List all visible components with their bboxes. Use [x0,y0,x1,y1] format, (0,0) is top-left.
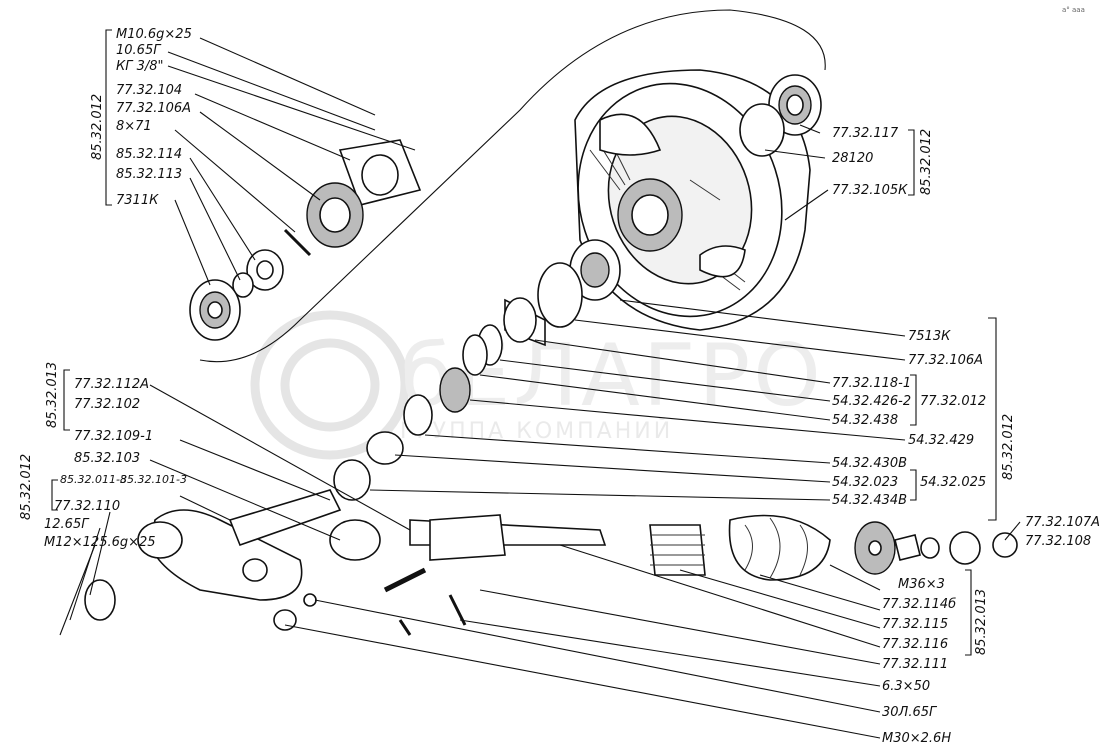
flange-plate [338,139,422,206]
boundary-curve [199,9,826,363]
label-m12: M12×125.6g×25 [44,535,156,550]
label-54-32-023: 54.32.023 [832,475,898,490]
label-77-32-114b: 77.32.114б [882,597,956,612]
gear-wheel [854,521,896,575]
pulley-drum [574,69,811,331]
label-77-32-106a: 77.32.106А [116,101,191,116]
label-30l-65g: 30Л.65Г [882,705,938,720]
leader-lines [59,37,1021,739]
spindle-housing [84,489,381,621]
labels-right-mid: 7513К 77.32.106А 77.32.118-1 54.32.426-2… [832,329,1016,508]
labels-left-bottom: 85.32.012 77.32.110 12.65Г M12×125.6g×25 [19,454,156,550]
label-28120: 28120 [832,151,873,166]
label-77-32-111: 77.32.111 [882,657,948,672]
label-77-32-106a-mid: 77.32.106А [908,353,983,368]
subgroup-54-32-025: 54.32.025 [920,475,986,490]
label-54-32-429: 54.32.429 [908,433,974,448]
label-kg: КГ 3/8" [116,59,164,74]
label-77-32-109-1: 77.32.109-1 [74,429,153,444]
labels-right-bottom: 77.32.107А 77.32.108 M36×3 77.32.114б 77… [882,515,1100,746]
rubber-spring [728,514,831,581]
group-code-right-top: 85.32.012 [919,129,934,195]
group-code-right-mid: 85.32.012 [1001,414,1016,480]
label-7311k: 7311К [116,193,159,208]
label-54-32-426-2: 54.32.426-2 [832,394,911,409]
label-54-32-434v: 54.32.434В [832,493,907,508]
label-85-32-011-3: 85.32.011-3 [60,473,127,486]
labels-right-top: 77.32.117 28120 77.32.105К 85.32.012 [832,126,934,198]
label-77-32-116: 77.32.116 [882,637,948,652]
group-code-left-mid: 85.32.013 [45,362,60,428]
watermark-subtitle: ГРУППА КОМПАНИЙ [400,418,673,444]
group-code-left-bottom: 85.32.012 [19,454,34,520]
coil-spring [649,524,706,576]
label-85-32-101-3: 85.32.101-3 [120,473,187,486]
brackets [51,29,997,656]
label-77-32-104: 77.32.104 [116,83,182,98]
label-77-32-112a: 77.32.112А [74,377,149,392]
bearing-7311K [189,279,241,341]
nuts-end [894,531,1018,565]
label-85-32-114: 85.32.114 [116,147,182,162]
label-m10: M10.6g×25 [116,27,192,42]
label-54-32-430v: 54.32.430В [832,456,907,471]
label-85-32-113: 85.32.113 [116,167,182,182]
shaft-long [409,514,607,561]
label-85-32-103: 85.32.103 [74,451,140,466]
label-77-32-118-1: 77.32.118-1 [832,376,911,391]
corner-mark: а° ааа [1062,6,1085,14]
labels-top-left: 85.32.012 M10.6g×25 10.65Г КГ 3/8" 77.32… [90,27,192,208]
labels-left-mid: 85.32.013 77.32.112А 77.32.102 77.32.109… [45,362,187,486]
subgroup-77-32-012: 77.32.012 [920,394,986,409]
cotter-pin [283,228,312,257]
label-m30x2-6n: M30×2.6Н [882,731,951,746]
group-code-right-bottom: 85.32.013 [974,589,989,655]
small-parts-bottom [273,567,467,636]
washer-small [232,272,254,298]
label-12-65g: 12.65Г [44,517,90,532]
label-m36x3: M36×3 [898,577,945,592]
gasket [306,182,364,248]
label-77-32-102: 77.32.102 [74,397,140,412]
label-77-32-110: 77.32.110 [54,499,120,514]
label-77-32-117: 77.32.117 [832,126,899,141]
label-8x71: 8×71 [116,119,152,134]
castle-nut [246,249,284,291]
bearing-top-right [739,74,822,157]
label-77-32-108: 77.32.108 [1025,534,1091,549]
label-54-32-438: 54.32.438 [832,413,898,428]
label-6-3x50: 6.3×50 [882,679,930,694]
label-10-65g: 10.65Г [116,43,162,58]
label-7513k: 7513К [908,329,951,344]
group-code-top-left: 85.32.012 [90,94,105,160]
label-77-32-105k: 77.32.105К [832,183,908,198]
label-77-32-115: 77.32.115 [882,617,948,632]
label-77-32-107a: 77.32.107А [1025,515,1100,530]
shaft-stack [333,239,621,501]
